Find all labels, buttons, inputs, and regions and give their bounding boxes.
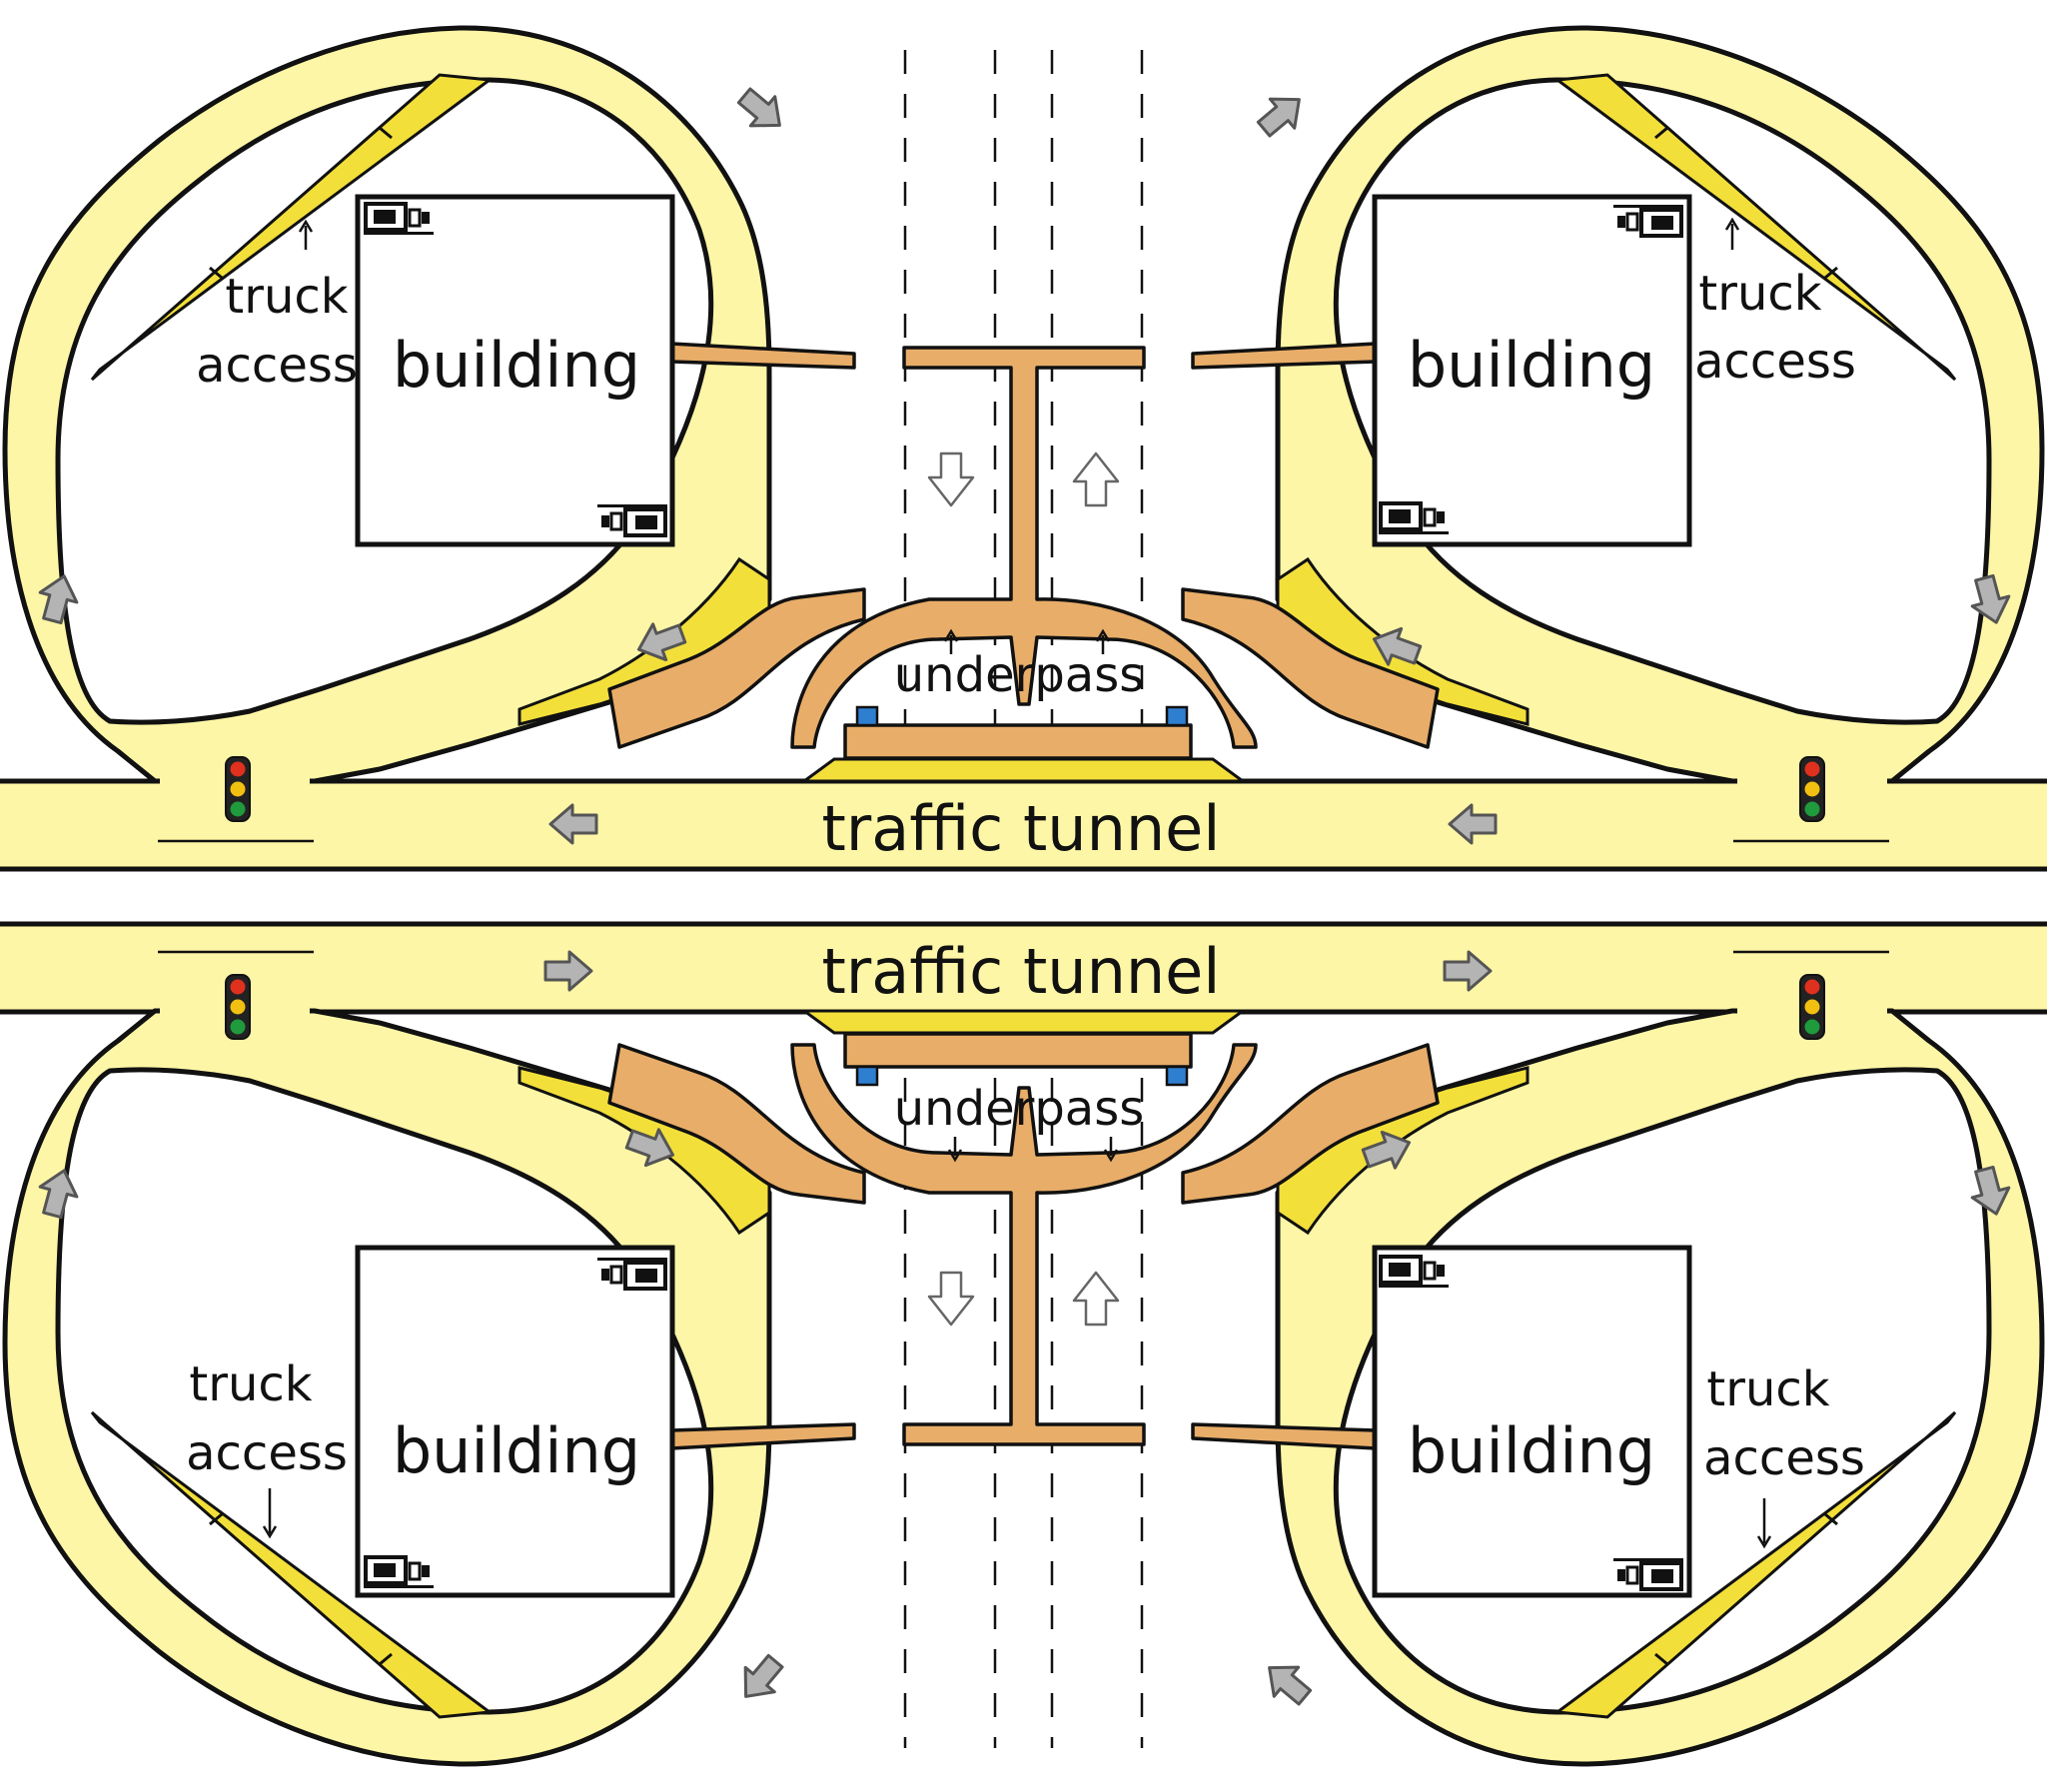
truck-access-label: access bbox=[186, 1425, 348, 1481]
truck-access-label: truck bbox=[1706, 1361, 1829, 1417]
traffic-light-icon bbox=[225, 756, 251, 822]
truck-access-label: truck bbox=[225, 269, 348, 325]
underpass-structure-top bbox=[790, 346, 1258, 783]
truck-access-label: truck bbox=[189, 1356, 312, 1412]
truck-access-label: access bbox=[1703, 1430, 1865, 1486]
traffic-tunnel-bottom bbox=[0, 921, 2047, 1015]
truck-access-label: access bbox=[1694, 334, 1856, 390]
building-label: building bbox=[393, 329, 640, 402]
direction-arrow-icon bbox=[1255, 1651, 1319, 1714]
surface-road-lanes bbox=[903, 50, 1144, 1748]
traffic-light-icon bbox=[1799, 756, 1825, 822]
building-label: building bbox=[1408, 329, 1655, 402]
pointer-arrows bbox=[262, 217, 1772, 1549]
truck-access-label: truck bbox=[1698, 266, 1821, 322]
truck-access-label: access bbox=[196, 338, 358, 394]
quadrant-top-left bbox=[5, 28, 864, 781]
quadrant-bottom-right bbox=[1183, 1011, 2042, 1764]
labels: building building building building truc… bbox=[186, 266, 1865, 1487]
direction-arrow-icon bbox=[729, 1647, 792, 1711]
underpass-label: underpass bbox=[894, 1081, 1144, 1137]
direction-arrow-icon bbox=[730, 79, 794, 142]
quadrant-top-right bbox=[1183, 28, 2042, 781]
building-label: building bbox=[393, 1414, 640, 1487]
pedestrian-arrow-icon bbox=[927, 1271, 975, 1327]
underpass-label: underpass bbox=[894, 647, 1144, 703]
quadrant-bottom-left bbox=[5, 1011, 864, 1764]
traffic-tunnel-label: traffic tunnel bbox=[821, 935, 1220, 1008]
traffic-light-icon bbox=[225, 974, 251, 1040]
direction-arrow-icon bbox=[1250, 83, 1314, 146]
traffic-tunnel-label: traffic tunnel bbox=[821, 792, 1220, 865]
underpass-structure-bottom bbox=[790, 1009, 1258, 1446]
building-label: building bbox=[1408, 1414, 1655, 1487]
pedestrian-arrow-icon bbox=[1072, 451, 1120, 507]
pedestrian-arrow-icon bbox=[927, 451, 975, 507]
pedestrian-arrow-icon bbox=[1072, 1271, 1120, 1327]
traffic-light-icon bbox=[1799, 974, 1825, 1040]
